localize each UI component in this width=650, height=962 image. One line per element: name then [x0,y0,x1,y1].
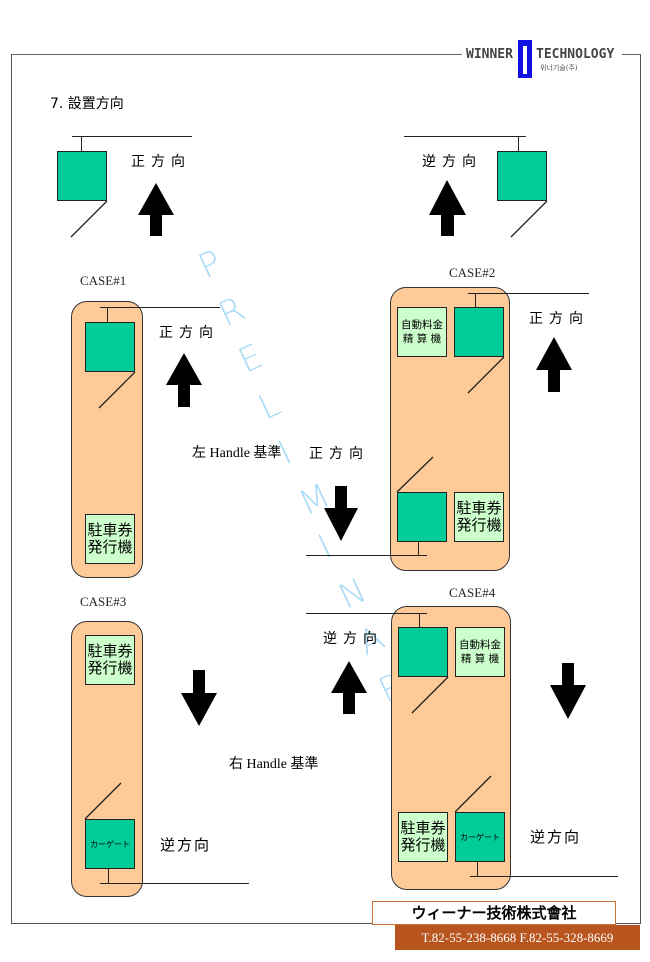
road-line [306,613,427,614]
gate-post [419,613,420,628]
right-handle-label: 右 Handle 基準 [229,757,319,772]
direction-label: 逆方向 [160,836,212,854]
arrow-up-icon [166,353,202,407]
car-gate-label: カーゲート [460,832,500,842]
direction-label: 逆方向 [422,154,482,170]
case-title: CASE#3 [80,594,127,609]
gate-arm-swing [454,775,492,813]
car-gate [497,151,547,201]
section-title: 7. 設置方向 [50,96,124,112]
gate-arm-swing [467,356,505,394]
gate-post [81,136,82,152]
car-gate [397,492,447,542]
case-title: CASE#1 [80,273,127,288]
road-line [468,293,589,294]
direction-label: 正方向 [309,446,369,462]
ticket-machine: 駐車券発行機 [398,812,448,862]
car-gate [85,322,135,372]
road-line [100,307,220,308]
arrow-down-icon [550,663,586,719]
gate-post [108,869,109,883]
arrow-up-icon [429,180,466,236]
direction-label: 逆方向 [530,828,582,846]
ticket-machine: 駐車券発行機 [85,635,135,685]
car-gate-label: カーゲート [90,839,130,849]
gate-arm-swing [510,200,548,238]
ticket-machine-label: 駐車券発行機 [400,819,446,854]
pay-machine: 自動料金精 算 機 [397,307,447,357]
ticket-machine-label: 駐車券発行機 [87,642,133,677]
pay-machine-label: 自動料金精 算 機 [459,639,501,665]
ticket-machine: 駐車券発行機 [454,492,504,542]
page-frame [11,54,641,924]
direction-label: 正方向 [131,154,191,170]
company-name: ウィーナー技術株式會社 [372,901,616,925]
logo-text-left: WINNER [466,47,513,62]
left-handle-label: 左 Handle 基準 [192,446,282,461]
arrow-down-icon [181,670,217,726]
arrow-down-icon [324,486,358,541]
logo-text-right: TECHNOLOGY [536,47,615,62]
direction-label: 正方向 [159,325,219,341]
direction-label: 逆方向 [323,631,383,647]
arrow-up-icon [331,661,367,714]
company-logo: WINNER TECHNOLOGY 위너기술(주) [462,38,622,82]
gate-arm-swing [396,456,434,493]
gate-arm-swing [411,676,449,714]
arrow-up-icon [536,337,572,392]
road-line [100,883,249,884]
case-title: CASE#2 [449,265,496,280]
gate-arm-swing [84,782,122,820]
logo-mark-icon [518,40,532,78]
logo-korean: 위너기술(주) [540,64,578,72]
road-line [306,555,427,556]
ticket-machine-label: 駐車券発行機 [87,521,133,556]
gate-post [107,307,108,323]
car-gate [454,307,504,357]
gate-post [418,542,419,556]
gate-arm-swing [70,200,108,238]
pay-machine: 自動料金精 算 機 [455,627,505,677]
gate-post [518,136,519,152]
arrow-up-icon [138,183,174,236]
gate-post [477,862,478,876]
car-gate: カーゲート [85,819,135,869]
ticket-machine: 駐車券発行機 [85,514,135,564]
gate-arm-swing [98,371,136,409]
car-gate [398,627,448,677]
road-line [404,136,526,137]
direction-label: 正方向 [529,311,589,327]
gate-post [475,293,476,308]
road-line [72,136,192,137]
car-gate: カーゲート [455,812,505,862]
ticket-machine-label: 駐車券発行機 [456,499,502,534]
car-gate [57,151,107,201]
contact-info: T.82-55-238-8668 F.82-55-328-8669 [395,925,640,950]
pay-machine-label: 自動料金精 算 機 [401,319,443,345]
road-line [470,876,618,877]
case-title: CASE#4 [449,585,496,600]
